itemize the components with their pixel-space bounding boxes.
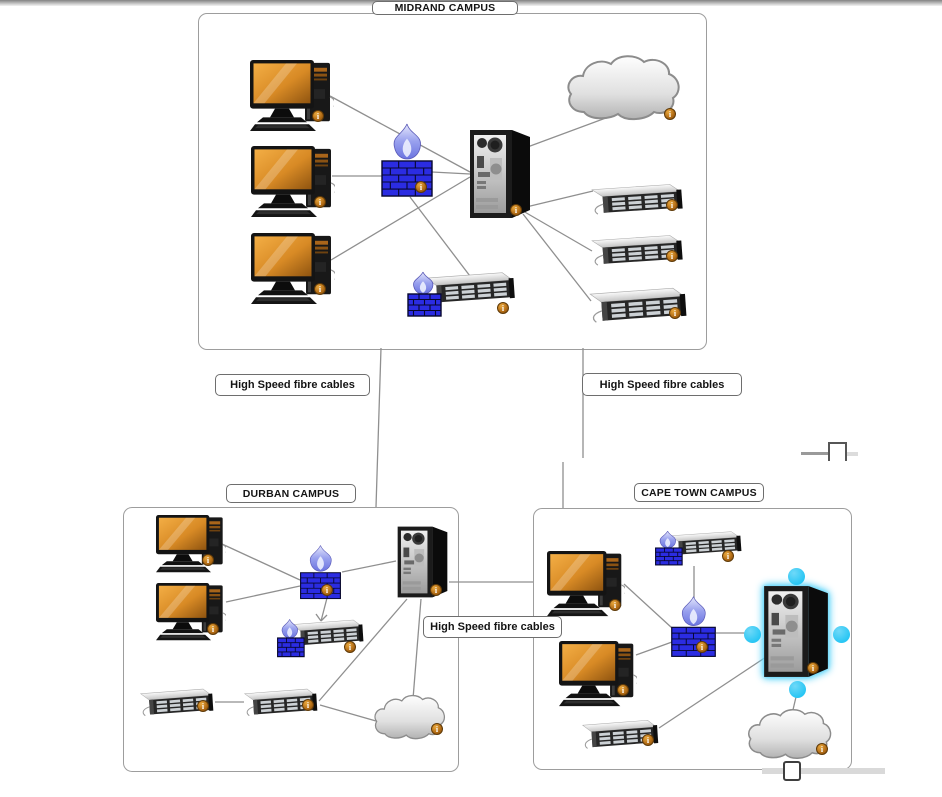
cable-label-durban-capetown[interactable]: High Speed fibre cables bbox=[423, 616, 562, 638]
info-badge-icon[interactable]: i bbox=[314, 283, 326, 295]
desktop-computer-icon[interactable] bbox=[156, 515, 226, 573]
edge-line bbox=[658, 656, 767, 729]
desktop-computer-icon[interactable] bbox=[559, 641, 637, 707]
edge-line bbox=[341, 560, 397, 573]
info-badge-icon[interactable]: i bbox=[722, 550, 734, 562]
durban-campus-box[interactable] bbox=[123, 507, 459, 772]
cloud-icon[interactable] bbox=[744, 708, 836, 762]
info-badge-icon[interactable]: i bbox=[321, 584, 333, 596]
firewall-icon[interactable] bbox=[670, 595, 717, 658]
zoom-slider-track-light bbox=[847, 452, 858, 456]
firewall-rack-server-icon[interactable] bbox=[276, 616, 366, 660]
tower-server-icon[interactable] bbox=[468, 128, 532, 220]
info-badge-icon[interactable]: i bbox=[431, 723, 443, 735]
edge-line bbox=[320, 597, 328, 622]
edge-line bbox=[431, 171, 471, 175]
info-badge-icon[interactable]: i bbox=[617, 684, 629, 696]
horizontal-scrollbar-thumb[interactable] bbox=[783, 761, 801, 781]
cloud-icon[interactable] bbox=[371, 694, 449, 742]
edge-line bbox=[319, 704, 377, 722]
selection-handle[interactable] bbox=[832, 625, 850, 643]
edge-line bbox=[320, 614, 328, 622]
info-badge-icon[interactable]: i bbox=[415, 181, 427, 193]
desktop-computer-icon[interactable] bbox=[251, 233, 335, 305]
edge-line bbox=[522, 210, 593, 252]
desktop-computer-icon[interactable] bbox=[250, 60, 334, 132]
zoom-slider-thumb[interactable] bbox=[828, 442, 847, 461]
info-badge-icon[interactable]: i bbox=[207, 623, 219, 635]
info-badge-icon[interactable]: i bbox=[430, 584, 442, 596]
info-badge-icon[interactable]: i bbox=[312, 110, 324, 122]
rack-server-icon[interactable] bbox=[139, 685, 216, 721]
tower-server-icon[interactable] bbox=[396, 525, 449, 599]
cloud-icon[interactable] bbox=[562, 54, 686, 124]
edge-line bbox=[409, 196, 474, 281]
cable-label-midrand-capetown[interactable]: High Speed fibre cables bbox=[582, 373, 742, 396]
edge-line bbox=[375, 347, 382, 508]
info-badge-icon[interactable]: i bbox=[510, 204, 522, 216]
firewall-rack-server-icon[interactable] bbox=[406, 268, 518, 320]
zoom-slider-track bbox=[801, 452, 828, 455]
cable-label-midrand-durban[interactable]: High Speed fibre cables bbox=[215, 374, 370, 396]
selection-handle[interactable] bbox=[788, 680, 806, 698]
edge-line bbox=[522, 213, 592, 302]
capetown-campus-box[interactable] bbox=[533, 508, 852, 770]
edge-line bbox=[315, 613, 322, 622]
info-badge-icon[interactable]: i bbox=[807, 662, 819, 674]
rack-server-icon[interactable] bbox=[243, 685, 320, 721]
rack-server-icon[interactable] bbox=[588, 283, 690, 329]
info-badge-icon[interactable]: i bbox=[666, 199, 678, 211]
info-badge-icon[interactable]: i bbox=[816, 743, 828, 755]
info-badge-icon[interactable]: i bbox=[609, 599, 621, 611]
edge-line bbox=[635, 641, 673, 656]
info-badge-icon[interactable]: i bbox=[197, 700, 209, 712]
selection-handle[interactable] bbox=[743, 625, 761, 643]
midrand-campus-title[interactable]: MIDRAND CAMPUS bbox=[372, 1, 518, 15]
edge-line bbox=[623, 583, 673, 629]
info-badge-icon[interactable]: i bbox=[202, 554, 214, 566]
edge-line bbox=[330, 176, 471, 261]
info-badge-icon[interactable]: i bbox=[696, 641, 708, 653]
info-badge-icon[interactable]: i bbox=[302, 699, 314, 711]
firewall-rack-server-icon[interactable] bbox=[654, 528, 744, 568]
selection-handle[interactable] bbox=[787, 567, 805, 585]
info-badge-icon[interactable]: i bbox=[669, 307, 681, 319]
info-badge-icon[interactable]: i bbox=[666, 250, 678, 262]
edge-line bbox=[412, 598, 422, 700]
desktop-computer-icon[interactable] bbox=[251, 146, 335, 218]
edge-line bbox=[521, 190, 594, 209]
info-badge-icon[interactable]: i bbox=[497, 302, 509, 314]
info-badge-icon[interactable]: i bbox=[642, 734, 654, 746]
info-badge-icon[interactable]: i bbox=[664, 108, 676, 120]
desktop-computer-icon[interactable] bbox=[547, 551, 625, 617]
edge-line bbox=[221, 543, 301, 581]
firewall-icon[interactable] bbox=[299, 544, 342, 600]
durban-campus-title[interactable]: DURBAN CAMPUS bbox=[226, 484, 356, 503]
tower-server-icon[interactable] bbox=[762, 584, 830, 679]
info-badge-icon[interactable]: i bbox=[344, 641, 356, 653]
horizontal-scrollbar-track bbox=[762, 768, 885, 774]
edge-line bbox=[225, 585, 301, 603]
info-badge-icon[interactable]: i bbox=[314, 196, 326, 208]
desktop-computer-icon[interactable] bbox=[156, 583, 226, 641]
edge-line bbox=[318, 598, 408, 702]
capetown-campus-title[interactable]: CAPE TOWN CAMPUS bbox=[634, 483, 764, 502]
